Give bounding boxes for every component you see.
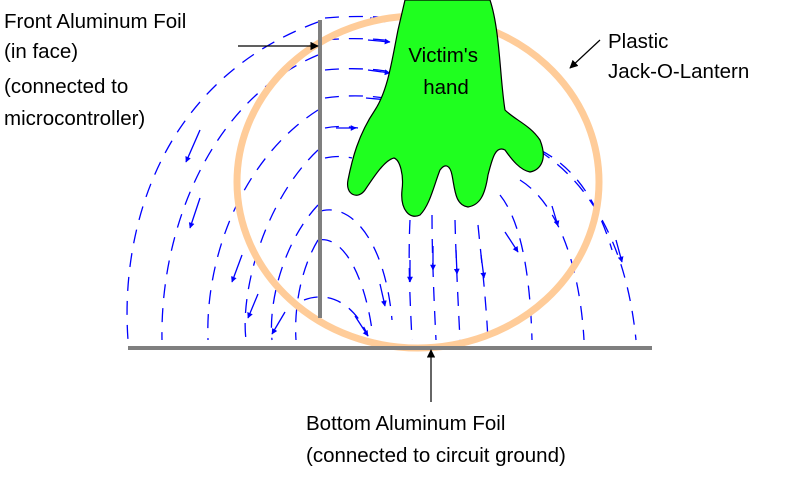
field-line-inner-3 — [303, 296, 369, 337]
field-arrow-i1 — [379, 283, 387, 307]
pumpkin-label: Plastic Jack-O-Lantern — [608, 30, 749, 83]
field-line-down-3 — [454, 219, 461, 341]
field-line-outer-6 — [295, 239, 319, 341]
field-arrow-d7 — [615, 239, 624, 263]
field-line-h6 — [324, 155, 353, 159]
field-line-down-5 — [499, 194, 533, 341]
field-arrow-o5 — [271, 311, 286, 335]
field-line-outer-4 — [244, 149, 319, 341]
field-line-inner-1 — [317, 209, 393, 321]
field-line-outer-3 — [207, 109, 319, 341]
field-line-h4 — [324, 95, 391, 100]
field-arrow-h3 — [367, 69, 391, 76]
field-arrow-d5 — [504, 231, 519, 253]
field-line-outer-5 — [270, 204, 319, 341]
field-line-down-2 — [431, 214, 437, 341]
electric-field-lines — [126, 15, 637, 341]
field-line-down-7 — [537, 149, 637, 341]
field-arrow-d3 — [453, 249, 460, 275]
pumpkin-leader-arrow — [569, 39, 601, 69]
bottom-foil-label: Bottom Aluminum Foil (connected to circu… — [306, 412, 566, 467]
field-arrow-d6 — [551, 205, 560, 227]
field-line-outer-2 — [161, 54, 319, 341]
field-arrow-h2 — [367, 38, 391, 45]
field-arrow-o1 — [185, 129, 201, 163]
victims-hand-shape — [346, 0, 544, 217]
field-line-inner-2 — [317, 239, 373, 331]
field-line-down-6 — [519, 179, 585, 341]
field-arrow-d4 — [480, 254, 487, 279]
field-arrow-o2 — [188, 197, 201, 229]
field-line-down-4 — [477, 224, 489, 341]
field-arrow-o4 — [247, 293, 259, 319]
field-arrow-i2 — [354, 315, 369, 337]
field-arrow-o3 — [231, 254, 243, 283]
hand-label: Victim's hand — [408, 44, 483, 99]
front-foil-label: Front Aluminum Foil (in face) (connected… — [4, 10, 192, 130]
